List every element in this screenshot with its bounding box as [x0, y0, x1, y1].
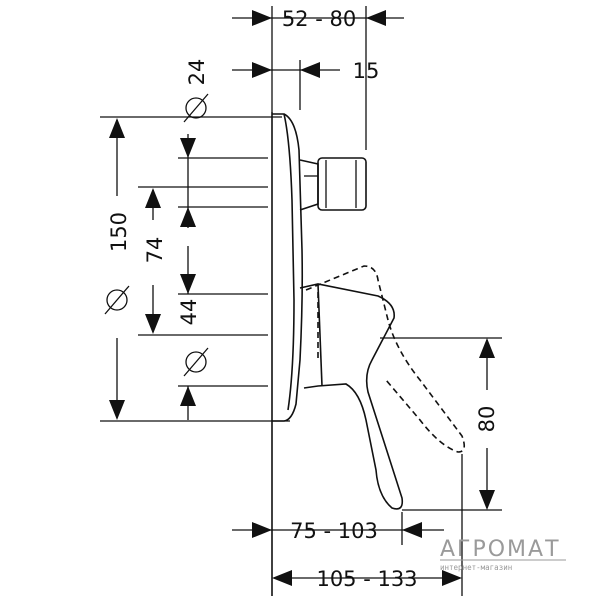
dim-top-depth: 52 - 80 — [232, 6, 404, 150]
label-lever-height: 80 — [475, 406, 499, 433]
dim-lever-depth: 75 - 103 — [232, 512, 444, 545]
dim-spacing: 74 — [138, 186, 268, 336]
dim-plate-diameter: 150 — [100, 116, 290, 422]
dim-knob-depth: 15 — [232, 59, 379, 110]
label-spacing: 74 — [143, 237, 167, 264]
lever-handle — [299, 283, 404, 510]
label-knob-diameter-group: 24 — [185, 59, 209, 86]
dim-total-depth: 105 - 133 — [272, 454, 463, 596]
dim-middle-diameter: 44 — [177, 157, 268, 420]
wall-plate — [271, 112, 304, 596]
watermark-brand: АГРОМАТ — [440, 537, 561, 562]
label-middle-diameter: 44 — [177, 299, 201, 326]
label-lever-depth: 75 - 103 — [290, 519, 378, 543]
dia-symbol-top — [183, 93, 209, 123]
diverter-knob — [299, 157, 367, 211]
watermark-logo: АГРОМАТ интернет-магазин — [440, 537, 566, 572]
label-total-depth: 105 - 133 — [316, 567, 417, 591]
label-knob-depth: 15 — [353, 59, 380, 83]
label-plate-diameter: 150 — [107, 212, 131, 252]
lever-rotated-outline — [305, 265, 466, 453]
dim-lever-height: 80 — [380, 337, 502, 511]
watermark-subtitle: интернет-магазин — [440, 563, 512, 572]
label-top-depth: 52 - 80 — [282, 7, 356, 31]
label-knob-diameter: 24 — [185, 59, 209, 86]
